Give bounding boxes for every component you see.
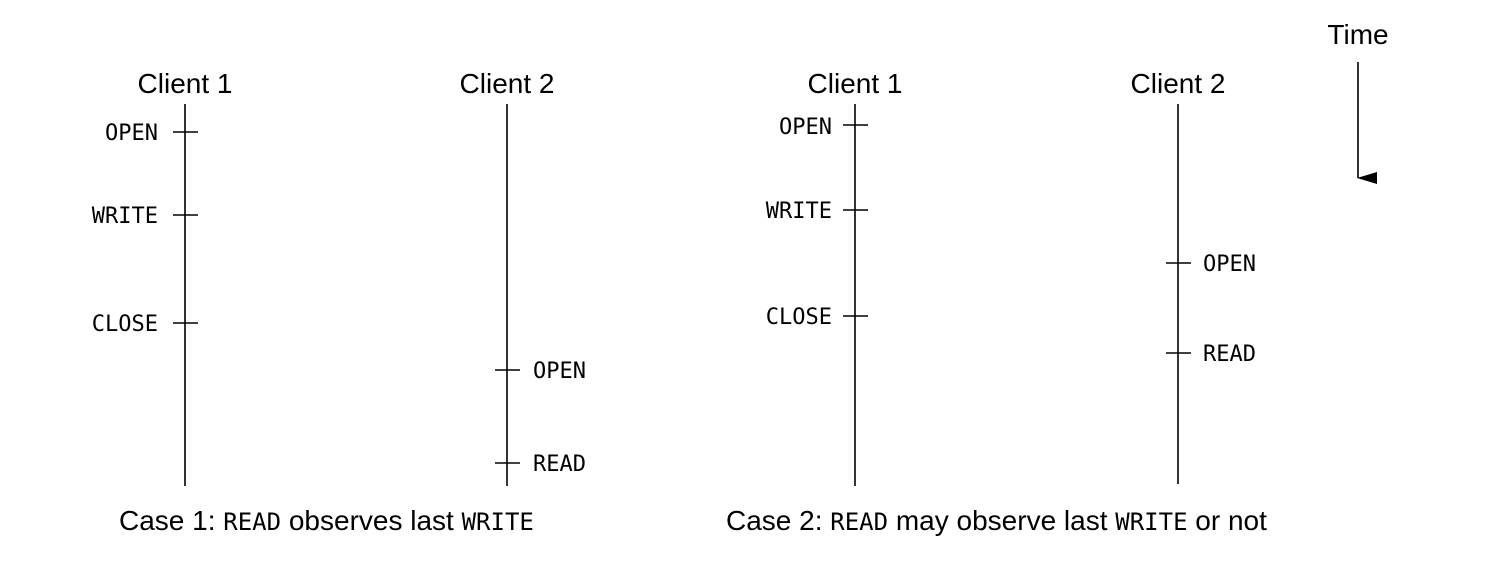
event-label-read: READ <box>533 452 586 477</box>
client-title: Client 1 <box>808 68 903 99</box>
case-1: Client 1 OPEN WRITE CLOSE Client 2 OPEN … <box>92 68 586 536</box>
client-title: Client 2 <box>460 68 555 99</box>
event-label-open: OPEN <box>533 359 586 384</box>
case-1-client-1: Client 1 OPEN WRITE CLOSE <box>92 68 233 486</box>
event-label-open: OPEN <box>105 121 158 146</box>
case-2-caption: Case 2: READ may observe last WRITE or n… <box>726 505 1267 536</box>
event-label-read: READ <box>1203 342 1256 367</box>
client-title: Client 1 <box>138 68 233 99</box>
event-label-close: CLOSE <box>766 305 832 330</box>
event-label-open: OPEN <box>1203 252 1256 277</box>
client-title: Client 2 <box>1131 68 1226 99</box>
time-indicator: Time <box>1327 19 1389 184</box>
case-2-client-2: Client 2 OPEN READ <box>1131 68 1256 484</box>
case-2-client-1: Client 1 OPEN WRITE CLOSE <box>766 68 903 486</box>
event-label-write: WRITE <box>92 204 158 229</box>
case-2: Client 1 OPEN WRITE CLOSE Client 2 OPEN … <box>726 68 1267 536</box>
event-label-write: WRITE <box>766 199 832 224</box>
time-label: Time <box>1327 19 1388 50</box>
case-1-client-2: Client 2 OPEN READ <box>460 68 586 486</box>
event-label-close: CLOSE <box>92 312 158 337</box>
case-1-caption: Case 1: READ observes last WRITE <box>119 505 534 536</box>
event-label-open: OPEN <box>779 115 832 140</box>
